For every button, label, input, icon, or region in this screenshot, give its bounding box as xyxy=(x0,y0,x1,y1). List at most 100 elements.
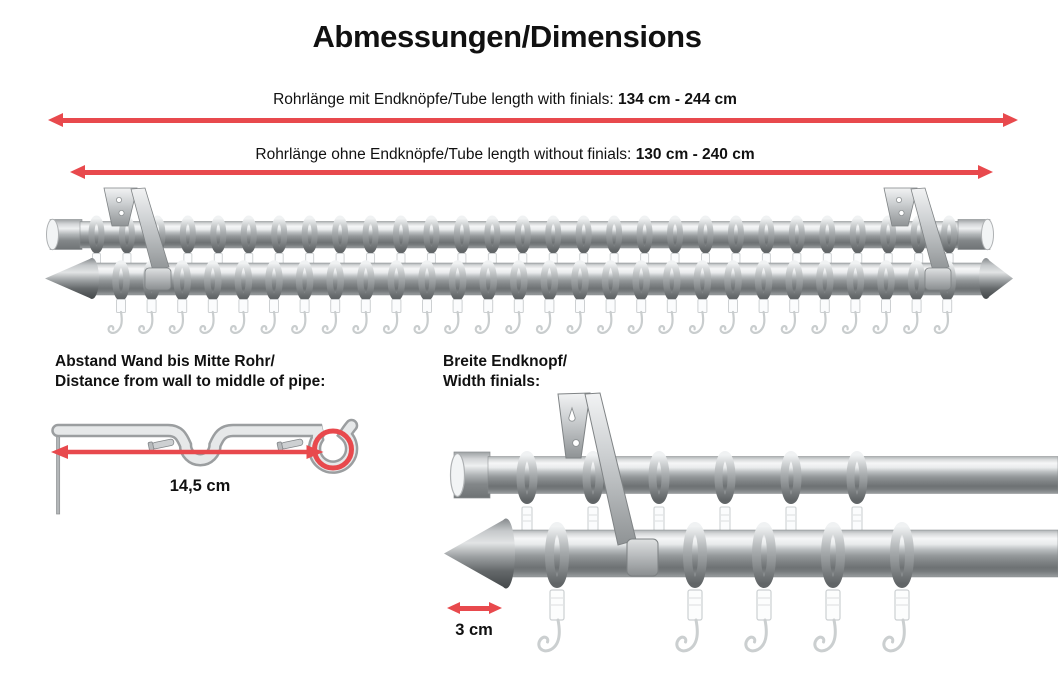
curtain-ring xyxy=(210,215,227,254)
finial-width-arrow xyxy=(459,606,490,611)
curtain-ring xyxy=(240,215,257,254)
closeup-bottom-rod-tube xyxy=(503,529,1058,578)
closeup-cone-finial xyxy=(444,518,506,589)
curtain-rings-bottom xyxy=(112,260,956,301)
curtain-hook xyxy=(291,299,310,334)
curtain-hook xyxy=(933,299,953,334)
curtain-ring xyxy=(301,215,318,254)
curtain-hook xyxy=(413,299,432,334)
curtain-ring xyxy=(663,260,681,301)
curtain-hooks-bottom xyxy=(107,299,953,334)
wall-distance-label-en: Distance from wall to middle of pipe: xyxy=(55,372,326,390)
curtain-ring xyxy=(601,260,620,301)
curtain-hook xyxy=(566,299,585,334)
finial-width-label-en: Width finials: xyxy=(443,372,541,390)
screw-pin-left xyxy=(147,438,175,452)
curtain-ring xyxy=(418,260,436,301)
bracket-plate xyxy=(557,392,591,459)
curtain-ring xyxy=(819,215,836,254)
curtain-hook xyxy=(229,299,249,334)
curtain-ring xyxy=(514,215,531,254)
curtain-ring xyxy=(683,522,707,588)
curtain-hook xyxy=(537,589,565,653)
tube-length-with-finials-value: 134 cm - 244 cm xyxy=(618,91,737,108)
curtain-ring xyxy=(179,215,196,254)
curtain-ring xyxy=(667,215,684,254)
curtain-hook xyxy=(813,589,841,653)
curtain-ring xyxy=(112,260,130,301)
curtain-ring xyxy=(724,260,742,301)
curtain-ring xyxy=(816,260,834,301)
cone-finial-right xyxy=(986,258,1013,299)
curtain-hook xyxy=(780,299,800,334)
curtain-ring xyxy=(393,215,409,254)
bracket-clamp xyxy=(626,538,659,577)
hook-highlight-circle xyxy=(312,428,354,471)
curtain-hook xyxy=(199,299,218,334)
curtain-ring xyxy=(714,451,736,504)
curtain-ring xyxy=(780,451,802,504)
curtain-ring xyxy=(606,215,623,254)
curtain-ring xyxy=(510,260,528,301)
curtain-hook xyxy=(168,299,188,334)
cylinder-finial-left-face xyxy=(46,218,59,251)
closeup-hooks-bottom xyxy=(537,589,910,653)
curtain-hook xyxy=(811,299,830,334)
curtain-ring xyxy=(387,260,406,301)
curtain-ring xyxy=(326,260,344,301)
curtain-hook xyxy=(505,299,524,334)
curtain-ring xyxy=(453,215,470,254)
curtain-ring xyxy=(173,260,191,301)
closeup-top-rod-tube xyxy=(487,456,1058,494)
wall-plate-line xyxy=(56,425,61,515)
curtain-hook xyxy=(444,299,463,334)
rod-end-closeup-illustration xyxy=(444,392,1058,653)
curtain-ring xyxy=(890,522,914,588)
closeup-rings-top xyxy=(516,451,868,504)
curtain-ring xyxy=(540,260,559,301)
curtain-hook xyxy=(750,299,769,334)
curtain-ring xyxy=(846,260,865,301)
curtain-ring xyxy=(693,260,712,301)
curtain-ring xyxy=(758,215,775,254)
curtain-ring xyxy=(727,215,744,254)
double-curtain-rod-illustration xyxy=(45,187,1013,334)
closeup-rings-bottom xyxy=(545,522,914,588)
curtain-ring xyxy=(423,215,440,254)
curtain-ring xyxy=(484,215,501,254)
curtain-ring xyxy=(788,215,805,254)
wall-distance-label-de: Abstand Wand bis Mitte Rohr/ xyxy=(55,353,275,370)
curtain-hook xyxy=(352,299,371,334)
curtain-hook xyxy=(719,506,731,532)
curtain-ring xyxy=(785,260,803,301)
wall-bracket-side-view xyxy=(51,418,359,515)
tube-length-without-finials-label: Rohrlänge ohne Endknöpfe/Tube length wit… xyxy=(255,146,632,163)
curtain-ring xyxy=(571,260,589,301)
bracket-keyhole xyxy=(568,406,576,422)
curtain-hook xyxy=(653,506,665,532)
curtain-hook xyxy=(675,589,703,653)
finial-width-label-de: Breite Endknopf/ xyxy=(443,353,568,370)
curtain-ring xyxy=(821,522,845,588)
closeup-cylinder-finial-face xyxy=(449,452,466,498)
curtain-hook xyxy=(521,506,533,532)
curtain-ring xyxy=(849,215,866,254)
closeup-top-rod xyxy=(449,451,1058,499)
curtain-hook xyxy=(321,299,341,334)
curtain-ring xyxy=(545,522,569,588)
curtain-ring xyxy=(636,215,653,254)
finial-width-label: Breite Endknopf/ Width finials: xyxy=(443,352,567,391)
tube-length-with-finials-line: Rohrlänge mit Endknöpfe/Tube length with… xyxy=(0,90,1010,110)
curtain-ring xyxy=(362,215,379,254)
curtain-ring xyxy=(575,215,592,254)
curtain-hook xyxy=(658,299,677,334)
cylinder-finial-right-face xyxy=(981,218,994,251)
cone-finial-left xyxy=(45,258,92,299)
curtain-ring xyxy=(877,260,895,301)
curtain-hook xyxy=(627,299,647,334)
bracket-screw-hole xyxy=(572,439,580,447)
closeup-bottom-rod xyxy=(444,518,1058,589)
tube-length-without-finials-value: 130 cm - 240 cm xyxy=(635,146,755,163)
curtain-hook xyxy=(903,299,922,334)
